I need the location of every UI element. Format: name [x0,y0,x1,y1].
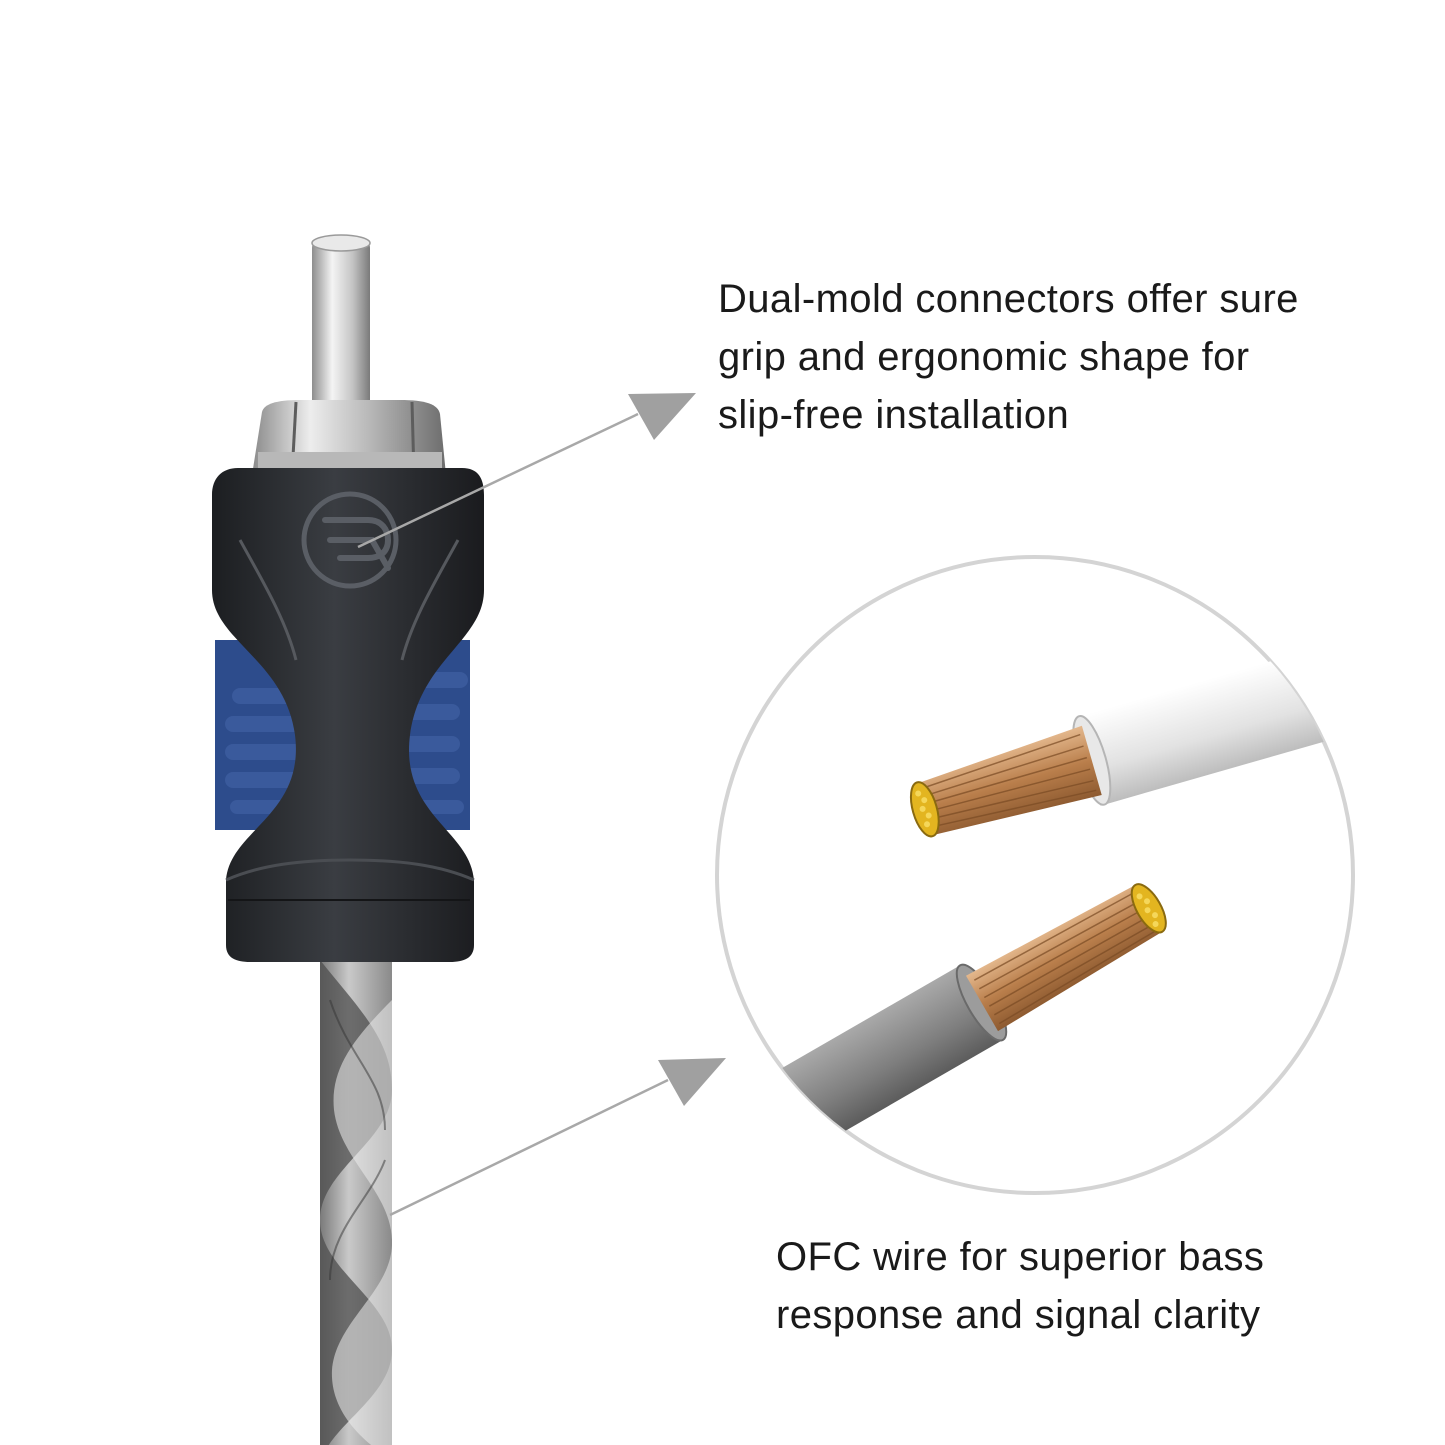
callout-line: OFC wire for superior bass [776,1235,1265,1279]
callout-line: grip and ergonomic shape for [718,335,1250,379]
arrow-icon [389,1058,726,1217]
twisted-cable [320,945,392,1445]
callout-line: response and signal clarity [776,1293,1261,1337]
callout-line: Dual-mold connectors offer sure [718,277,1299,321]
callout-line: slip-free installation [718,393,1070,437]
arrow-icon [357,393,696,549]
rca-plug-icon [212,234,484,962]
connector-feature-callout: Dual-mold connectors offer sure grip and… [718,270,1299,444]
wire-detail-circle [715,555,1355,1195]
wire-feature-callout: OFC wire for superior bass response and … [776,1228,1264,1344]
